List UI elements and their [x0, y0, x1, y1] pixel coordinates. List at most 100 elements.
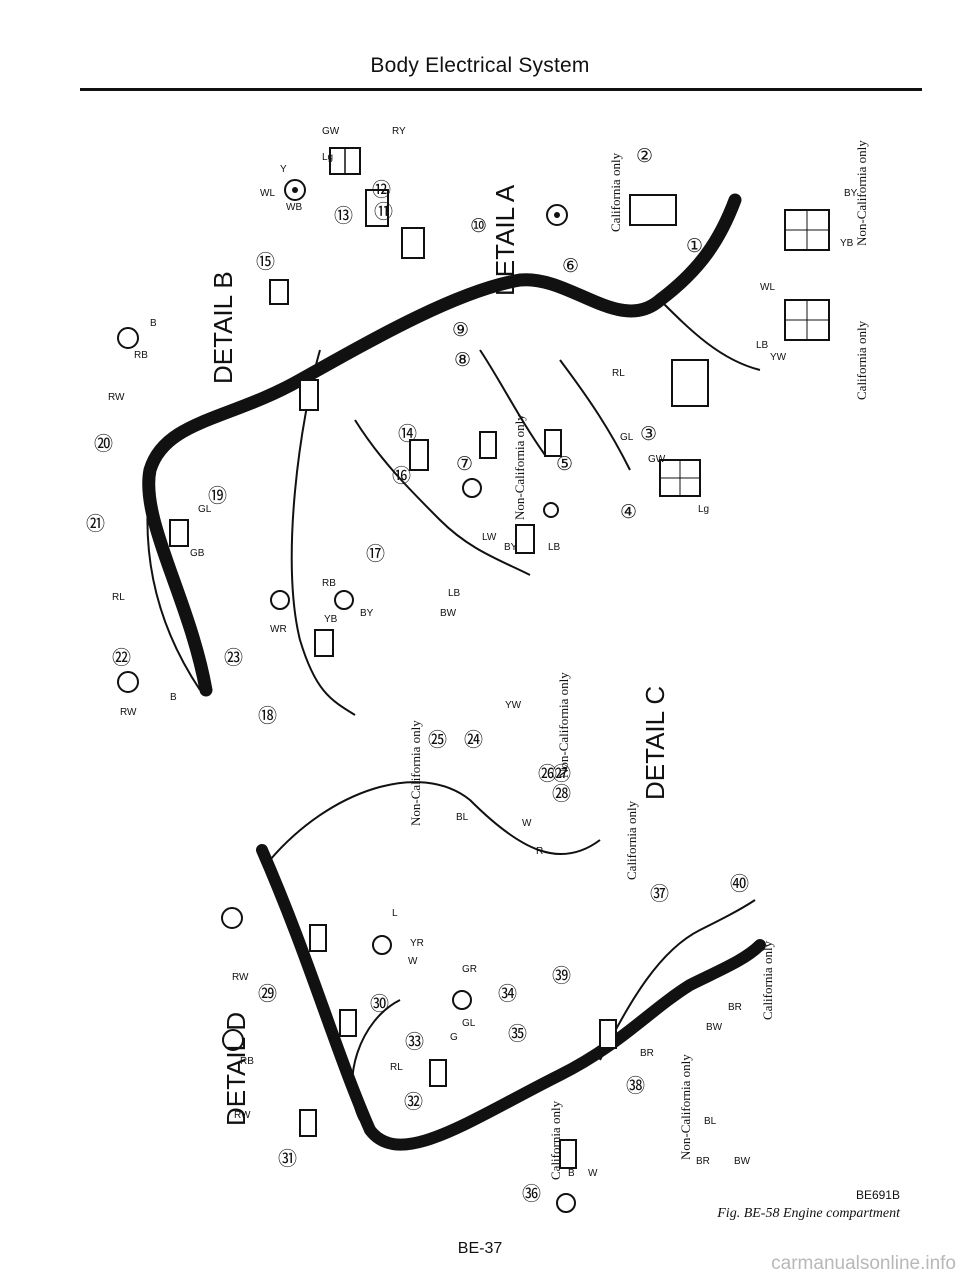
callout-19: ⑲	[208, 485, 227, 507]
callout-5: ⑤	[556, 454, 573, 475]
wire-l-1: L	[392, 908, 398, 919]
page-header-title: Body Electrical System	[370, 54, 590, 77]
note-california-2: California only	[854, 320, 869, 400]
wire-rw-3: RW	[234, 1110, 251, 1121]
callout-3: ③	[640, 424, 657, 445]
connector-number-callouts: ① ② ③ ④ ⑤ ⑥ ⑦ ⑧ ⑨ ⑩ ⑪ ⑫ ⑬ ⑭ ⑮ ⑯ ⑰ ⑱ ⑲ ⑳ …	[86, 146, 749, 1205]
wire-rw-2: RW	[120, 707, 137, 718]
wire-gw-1: GW	[648, 454, 666, 465]
callout-28: ㉘	[552, 783, 571, 805]
detail-d-title: DETAIL D	[221, 1012, 251, 1126]
callout-20: ⑳	[94, 433, 113, 455]
wire-yw-2: YW	[770, 352, 787, 363]
callout-14: ⑭	[398, 423, 417, 445]
page-number: BE-37	[457, 1240, 503, 1257]
callout-32: ㉜	[404, 1091, 423, 1113]
wire-gl-2: GL	[462, 1018, 476, 1029]
harness-branch-2	[354, 419, 531, 576]
callout-31: ㉛	[278, 1148, 297, 1170]
wire-b-1: B	[150, 318, 157, 329]
harness-branch-4	[559, 359, 631, 471]
harness-branch-5	[269, 781, 601, 861]
callout-24: ㉔	[464, 729, 483, 751]
connector-multi-pin-4	[629, 194, 709, 407]
connector-round-4	[270, 478, 576, 1213]
wire-lg-1: Lg	[322, 152, 333, 163]
wire-r-1: R	[536, 846, 543, 857]
wire-wl-2: WL	[760, 282, 775, 293]
wire-w-2: W	[408, 956, 418, 967]
callout-29: ㉙	[258, 983, 277, 1005]
wire-w-3: W	[588, 1168, 598, 1179]
harness-branch-7	[351, 999, 401, 1121]
wire-gl-1: GL	[198, 504, 212, 515]
connector-round-3	[117, 327, 244, 1051]
wire-ry-1: RY	[392, 126, 406, 137]
detail-a-title: DETAIL A	[490, 184, 520, 296]
connector-round-2	[546, 204, 568, 226]
wire-rb-3: RB	[240, 1056, 254, 1067]
callout-15: ⑮	[256, 251, 275, 273]
callout-13: ⑬	[334, 205, 353, 227]
callout-7: ⑦	[456, 454, 473, 475]
wire-y-1: Y	[280, 164, 287, 175]
wire-gw-2: GW	[322, 126, 340, 137]
wire-br-3: BR	[696, 1156, 710, 1167]
note-california-5: California only	[548, 1100, 563, 1180]
wire-rl-2: RL	[390, 1062, 403, 1073]
wire-w-1: W	[522, 818, 532, 829]
wire-wl-1: WL	[260, 188, 275, 199]
wire-bw-2: BW	[706, 1022, 723, 1033]
callout-35: ㉟	[508, 1023, 527, 1045]
wire-gr-1: GR	[462, 964, 477, 975]
note-non-california-5: Non-California only	[678, 1054, 693, 1160]
connector-block-1	[329, 147, 361, 175]
connector-multi-pin-3	[659, 459, 701, 497]
callout-21: ㉑	[86, 513, 105, 535]
callout-40: ㊵	[730, 873, 749, 895]
callout-17: ⑰	[366, 543, 385, 565]
wire-rw-1: RW	[108, 392, 125, 403]
callout-2: ②	[636, 146, 653, 167]
detail-b-title: DETAIL B	[208, 271, 238, 384]
header-rule	[80, 88, 922, 91]
note-non-california-4: Non-California only	[408, 720, 423, 826]
connector-block-2	[365, 189, 425, 259]
wire-b-3: B	[568, 1168, 575, 1179]
harness-branch-3	[479, 349, 546, 456]
callout-6: ⑥	[562, 256, 579, 277]
wire-by-3: BY	[844, 188, 858, 199]
wire-code-labels: RB RW B GL GB RL RW B WR Y WL WB RB YB B…	[108, 126, 858, 1179]
callout-1: ①	[686, 236, 703, 257]
wire-bl-2: BL	[704, 1116, 717, 1127]
wire-gb-1: GB	[190, 548, 205, 559]
connector-multi-pin-2	[784, 209, 830, 251]
callout-22: ㉒	[112, 647, 131, 669]
callout-23: ㉓	[224, 647, 243, 669]
wire-bl-1: BL	[456, 812, 469, 823]
wire-g-1: G	[450, 1032, 458, 1043]
connector-multi-pin-1	[784, 299, 830, 341]
callout-16: ⑯	[392, 465, 411, 487]
wire-rl-1: RL	[112, 592, 125, 603]
wire-yw-1: YW	[505, 700, 522, 711]
callout-25: ㉕	[428, 729, 447, 751]
callout-10: ⑩	[470, 216, 487, 237]
connector-round-1	[284, 179, 306, 201]
wire-lb-3: LB	[756, 340, 769, 351]
note-california-1: California only	[608, 152, 623, 232]
callout-30: ㉚	[370, 993, 389, 1015]
harness-branch-6	[599, 899, 756, 1061]
wire-rw-4: RW	[232, 972, 249, 983]
callout-33: ㉝	[405, 1031, 424, 1053]
harness-branch-9	[659, 299, 761, 371]
note-non-california-1: Non-California only	[854, 140, 869, 246]
wire-lb-2: LB	[548, 542, 561, 553]
harness-lower-trunk	[256, 844, 766, 1151]
harness-branch-8	[146, 479, 201, 691]
wire-wb-1: WB	[286, 202, 302, 213]
figure-caption: Fig. BE-58 Engine compartment	[717, 1206, 900, 1221]
callout-39: ㊴	[552, 965, 571, 987]
callout-12: ⑫	[372, 179, 391, 201]
